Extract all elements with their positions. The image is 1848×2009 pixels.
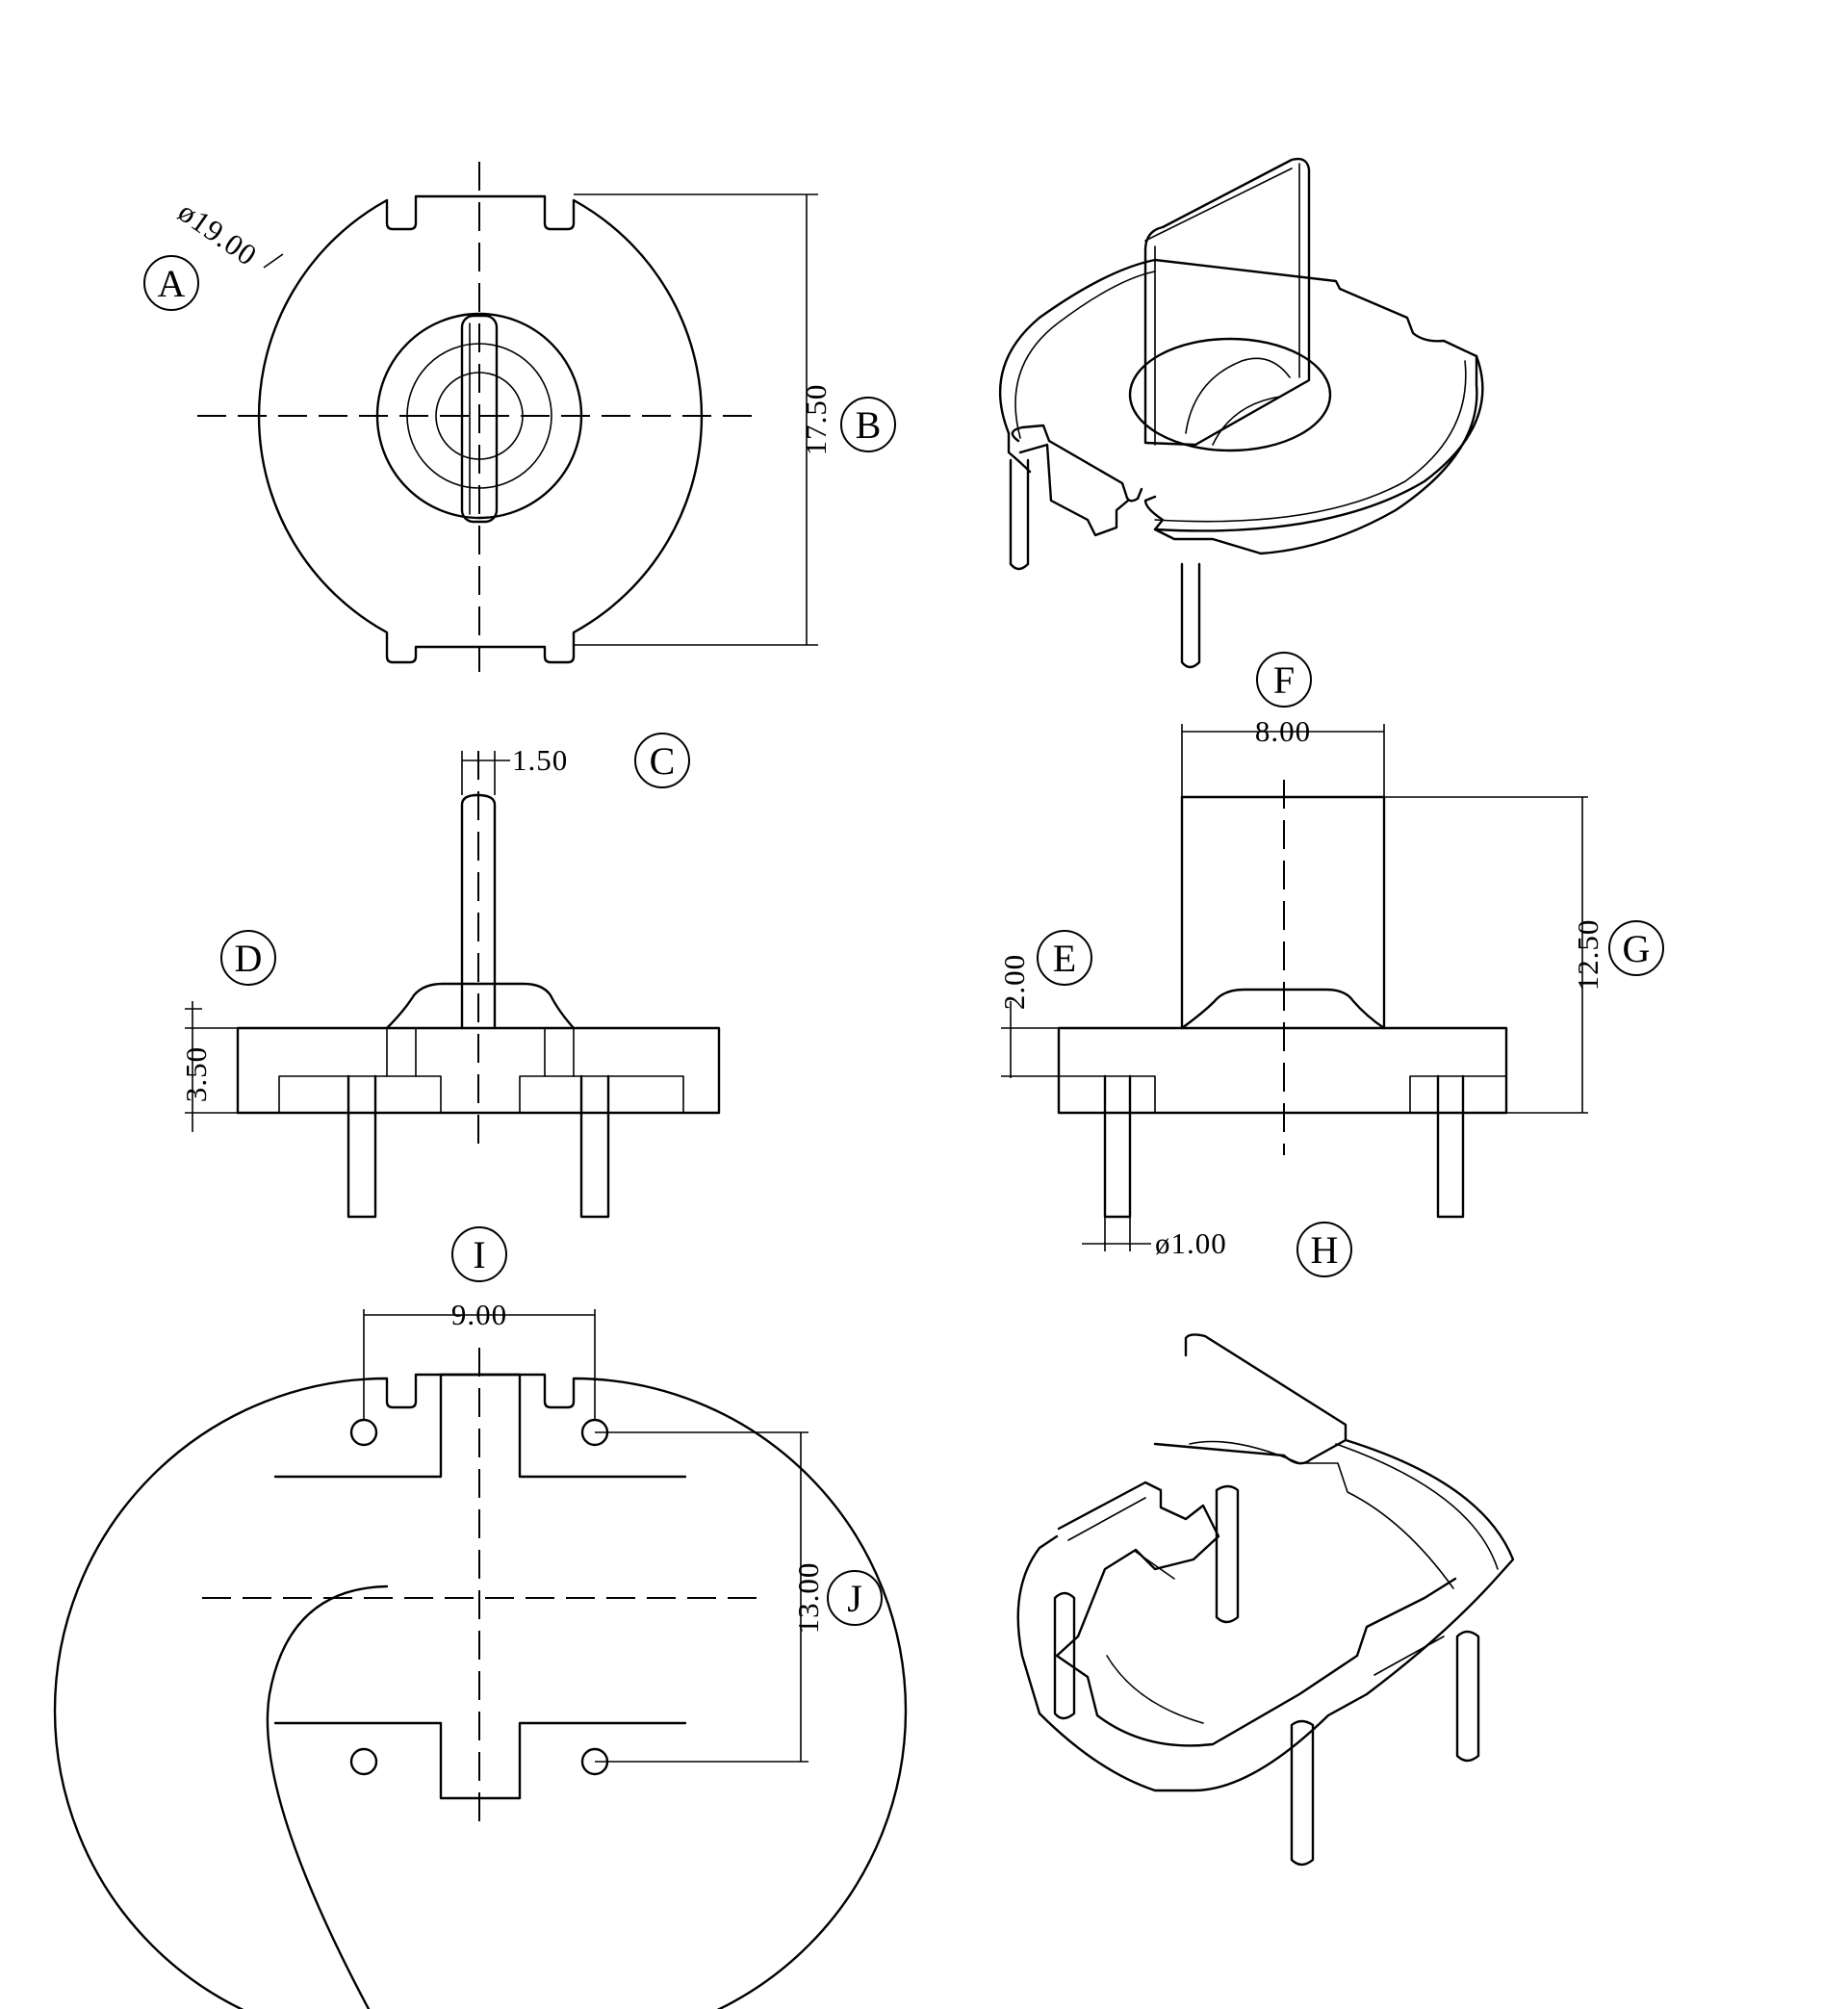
side-left-pin-2	[579, 1074, 610, 1219]
iso-bottom-pin-2	[1053, 1591, 1076, 1720]
iso-bottom-outline	[1016, 1333, 1515, 1792]
iso-bottom-cross-cut	[1055, 1481, 1457, 1747]
svg-text:J: J	[847, 1577, 862, 1620]
iso-bottom-pin-1	[1215, 1484, 1240, 1624]
svg-text:E: E	[1053, 937, 1076, 980]
svg-text:I: I	[473, 1233, 485, 1276]
label-E: E	[1037, 930, 1092, 986]
svg-text:H: H	[1311, 1228, 1339, 1272]
side-left-internal	[386, 1027, 575, 1077]
iso-bottom-cross-cut-inner	[1067, 1497, 1445, 1724]
side-left-pin-1	[346, 1074, 377, 1219]
pin-hole-3	[349, 1747, 378, 1776]
bottom-view: 9.00 13.00 I J	[53, 1226, 908, 2009]
top-view-blade	[460, 314, 499, 524]
label-D: D	[220, 930, 276, 986]
bottom-view-outline-lower	[266, 1584, 389, 2009]
iso-top-base-side	[1007, 354, 1478, 555]
side-left-blade	[460, 793, 497, 1030]
svg-text:D: D	[235, 937, 263, 980]
iso-bottom-inner-rim	[1189, 1440, 1499, 1589]
dim-3-50: 3.50	[179, 1046, 213, 1102]
label-H: H	[1296, 1222, 1352, 1277]
side-right-pin-2	[1436, 1074, 1465, 1219]
side-left-boss	[385, 982, 576, 1030]
dim-8-00: 8.00	[1255, 714, 1311, 748]
iso-slot	[1011, 424, 1143, 537]
side-right-pin-1	[1103, 1074, 1132, 1219]
isometric-top-view	[998, 157, 1484, 669]
pin-hole-1	[349, 1418, 378, 1447]
label-B: B	[840, 397, 896, 452]
label-G: G	[1608, 920, 1664, 976]
label-A: A	[143, 255, 199, 311]
svg-text:C: C	[650, 739, 676, 783]
iso-blade-edge	[1144, 163, 1300, 446]
side-left-bottom-step	[278, 1075, 684, 1114]
bottom-view-outline	[53, 1373, 908, 2009]
isometric-bottom-view	[1016, 1333, 1515, 1867]
dim-pin-diameter: ø1.00	[1155, 1226, 1227, 1260]
svg-text:G: G	[1623, 927, 1651, 970]
dim-2-00: 2.00	[997, 954, 1031, 1010]
side-right-body	[1057, 1026, 1508, 1115]
iso-top-base-top	[998, 258, 1484, 532]
top-view-outline	[257, 194, 704, 664]
iso-hub-outer	[1128, 337, 1332, 452]
svg-text:F: F	[1273, 658, 1295, 702]
side-view-right: 8.00 12.50 2.00 ø1.00 E F G H	[997, 652, 1664, 1277]
iso-pin-right	[1180, 562, 1201, 669]
dim-12-50: 12.50	[1571, 919, 1604, 992]
label-F: F	[1256, 652, 1312, 708]
dim-17-50: 17.50	[799, 384, 833, 456]
dim-leader-diameter	[263, 253, 284, 269]
side-right-bottom-step	[1058, 1075, 1507, 1114]
svg-text:A: A	[158, 262, 186, 305]
dim-13-00: 13.00	[791, 1562, 825, 1635]
iso-top-base-edge	[1014, 270, 1467, 523]
iso-blade	[1143, 157, 1311, 447]
label-I: I	[451, 1226, 507, 1282]
iso-bottom-pin-3	[1455, 1630, 1480, 1763]
label-C: C	[634, 733, 690, 788]
side-left-body	[236, 1026, 721, 1115]
dim-9-00: 9.00	[451, 1298, 507, 1331]
iso-bottom-pin-4	[1290, 1719, 1315, 1867]
top-view: 17.50 ø19.00 A B	[143, 162, 896, 672]
iso-pin-left	[1009, 458, 1030, 571]
side-view-left: 1.50 3.50 C D	[179, 733, 721, 1219]
label-J: J	[827, 1570, 883, 1626]
svg-text:B: B	[856, 403, 882, 447]
iso-hub-saddle	[1185, 357, 1291, 446]
dim-1-50: 1.50	[512, 743, 568, 777]
